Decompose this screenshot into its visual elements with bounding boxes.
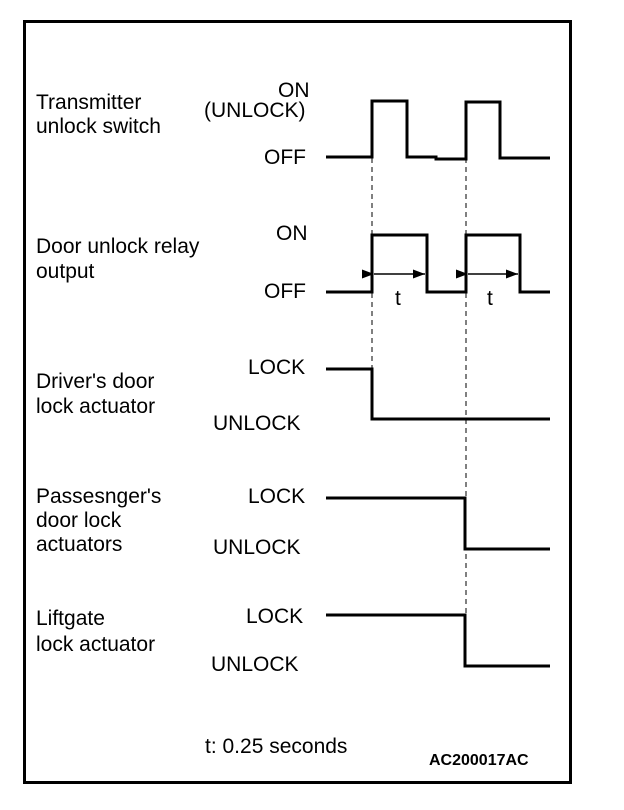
signal-3-name-line2: lock actuator [36,395,156,418]
signal-5-name-line1: Liftgate [36,607,105,630]
signal-3-low-label: UNLOCK [213,412,301,435]
signal-5-name-line2: lock actuator [36,633,156,656]
signal-2-name-line2: output [36,260,95,283]
diagram-frame [23,20,572,784]
waveform-driver-door [326,367,550,421]
waveform-transmitter-switch [326,99,550,161]
signal-1-low-label: OFF [264,146,306,169]
duration-label-2: t [487,287,493,310]
signal-1-high-sublabel: (UNLOCK) [204,99,306,122]
signal-4-name-line1: Passesnger's [36,485,162,508]
signal-5-low-label: UNLOCK [211,653,299,676]
figure-code: AC200017AC [429,752,529,769]
signal-2-high-label: ON [276,222,308,245]
signal-2-low-label: OFF [264,280,306,303]
signal-4-name-line3: actuators [36,533,123,556]
signal-2-name-line1: Door unlock relay [36,235,200,258]
signal-1-name-line1: Transmitter [36,91,142,114]
signal-4-low-label: UNLOCK [213,536,301,559]
signal-3-name-line1: Driver's door [36,370,155,393]
signal-4-high-label: LOCK [248,485,306,508]
signal-3-high-label: LOCK [248,356,306,379]
signal-1-high-label: ON [278,79,310,102]
signal-1-name-line2: unlock switch [36,115,161,138]
waveform-passenger-doors [326,496,550,551]
signal-5-high-label: LOCK [246,605,304,628]
signal-4-name-line2: door lock [36,509,122,532]
time-note: t: 0.25 seconds [205,735,348,758]
waveform-door-unlock-relay [326,233,550,294]
waveform-liftgate [326,613,550,668]
duration-label-1: t [395,287,401,310]
